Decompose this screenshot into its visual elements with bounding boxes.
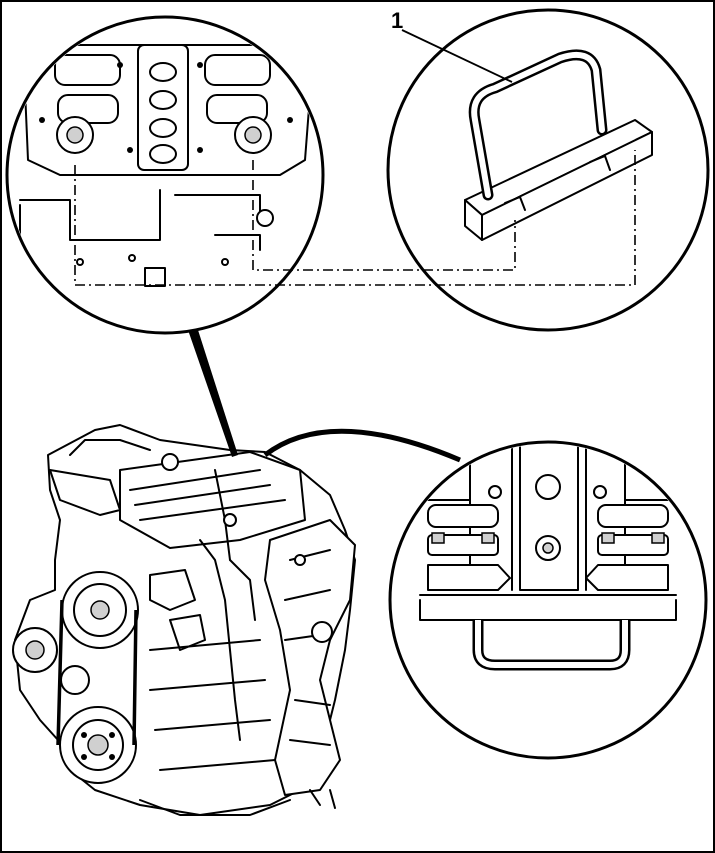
installed-tool-magnifier (388, 440, 708, 760)
top-left-leader (188, 330, 238, 457)
callout-1: 1 (391, 8, 513, 83)
callout-1-leader (401, 29, 513, 83)
locking-tool-magnifier (386, 8, 710, 332)
alignment-dashed-lines (74, 150, 636, 286)
bottom-right-leader (263, 428, 461, 463)
engine-illustration (12, 424, 356, 816)
cylinder-head-magnifier (5, 15, 325, 335)
callout-1-label: 1 (391, 8, 403, 33)
